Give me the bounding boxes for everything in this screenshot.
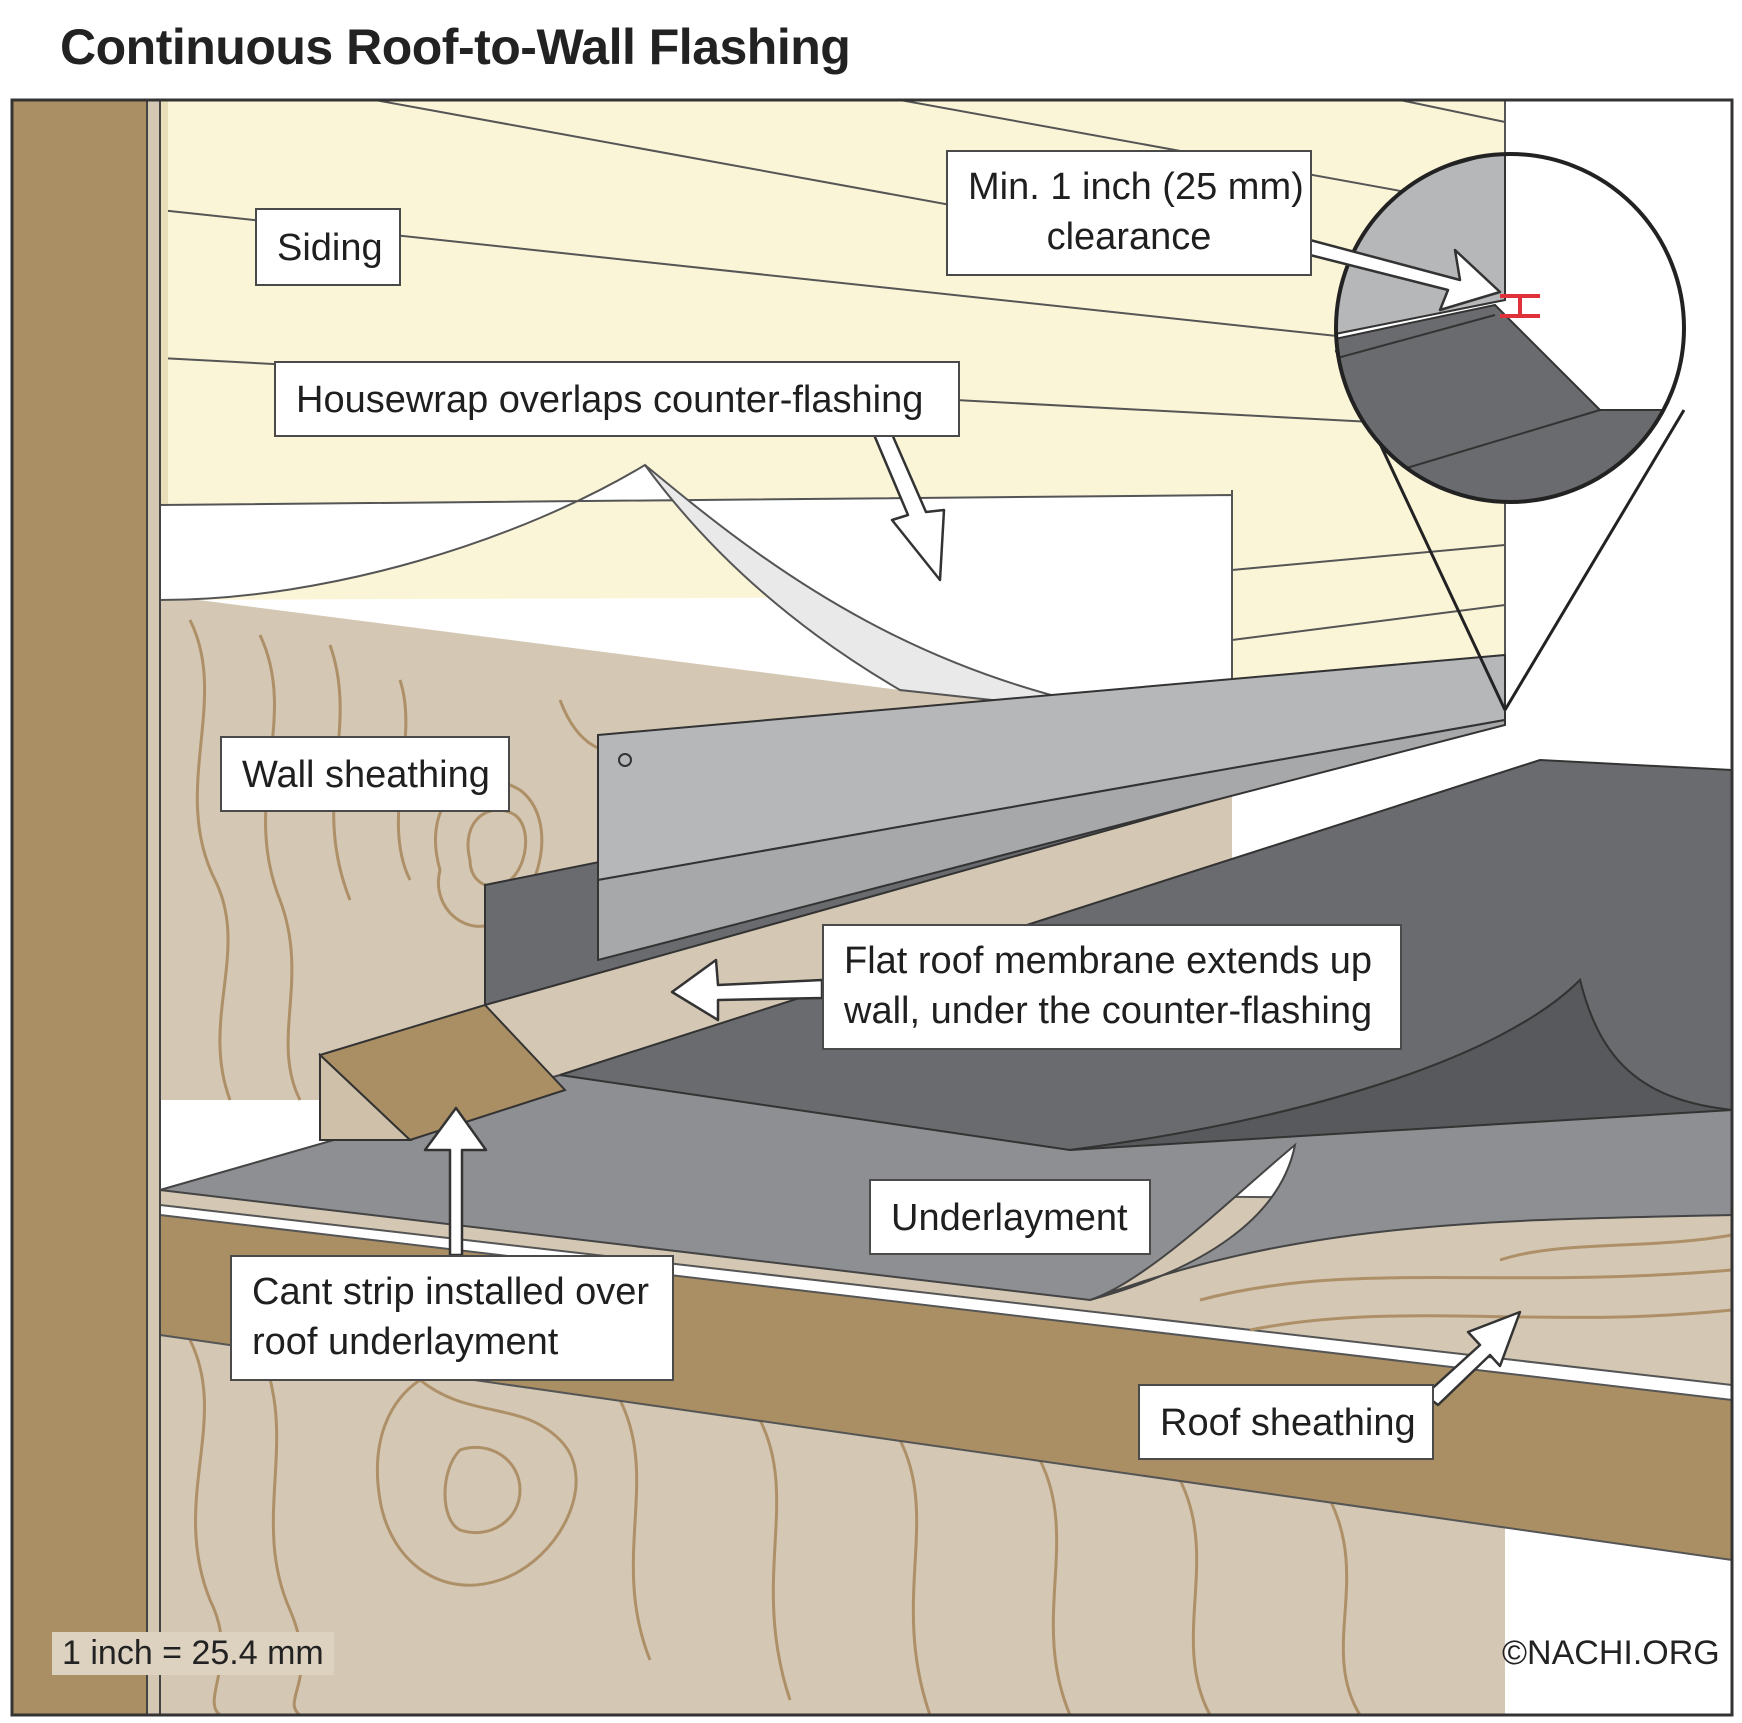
label-clearance: Min. 1 inch (25 mm) clearance: [946, 150, 1312, 276]
label-housewrap-text: Housewrap overlaps counter-flashing: [296, 379, 924, 421]
diagram-title: Continuous Roof-to-Wall Flashing: [60, 19, 851, 75]
scale-note: 1 inch = 25.4 mm: [52, 1632, 334, 1675]
counter-flashing: [597, 653, 1506, 962]
label-housewrap: Housewrap overlaps counter-flashing: [274, 361, 960, 437]
label-membrane: Flat roof membrane extends up wall, unde…: [822, 924, 1402, 1050]
label-membrane-line2: wall, under the counter-flashing: [844, 990, 1373, 1032]
label-membrane-line1: Flat roof membrane extends up: [844, 940, 1373, 982]
label-roof-sheathing: Roof sheathing: [1138, 1384, 1434, 1460]
label-wall-sheathing: Wall sheathing: [220, 736, 510, 812]
clearance-arrow: [1308, 238, 1502, 312]
label-wall-sheathing-text: Wall sheathing: [242, 754, 490, 796]
label-siding: Siding: [255, 208, 401, 286]
label-cant-strip-line2: roof underlayment: [252, 1321, 559, 1363]
label-underlayment: Underlayment: [869, 1179, 1151, 1255]
label-cant-strip: Cant strip installed over roof underlaym…: [230, 1255, 674, 1381]
label-clearance-line2: clearance: [1046, 216, 1212, 258]
label-roof-sheathing-text: Roof sheathing: [1160, 1402, 1416, 1444]
lower-wall-sheathing: [160, 1320, 1505, 1715]
membrane-arrow: [670, 958, 824, 1022]
leader-arrows: [423, 238, 1522, 1407]
cant-strip: [318, 1003, 567, 1142]
cant-strip-arrow: [423, 1106, 488, 1257]
corner-post: [12, 100, 148, 1715]
label-cant-strip-line1: Cant strip installed over: [252, 1271, 650, 1313]
housewrap-arrow: [870, 423, 946, 582]
roof-sheathing-arrow: [1423, 1310, 1522, 1407]
label-clearance-line1: Min. 1 inch (25 mm): [968, 166, 1304, 208]
label-siding-text: Siding: [277, 227, 383, 269]
copyright: ©NACHI.ORG: [1502, 1634, 1720, 1672]
label-underlayment-text: Underlayment: [891, 1197, 1128, 1239]
